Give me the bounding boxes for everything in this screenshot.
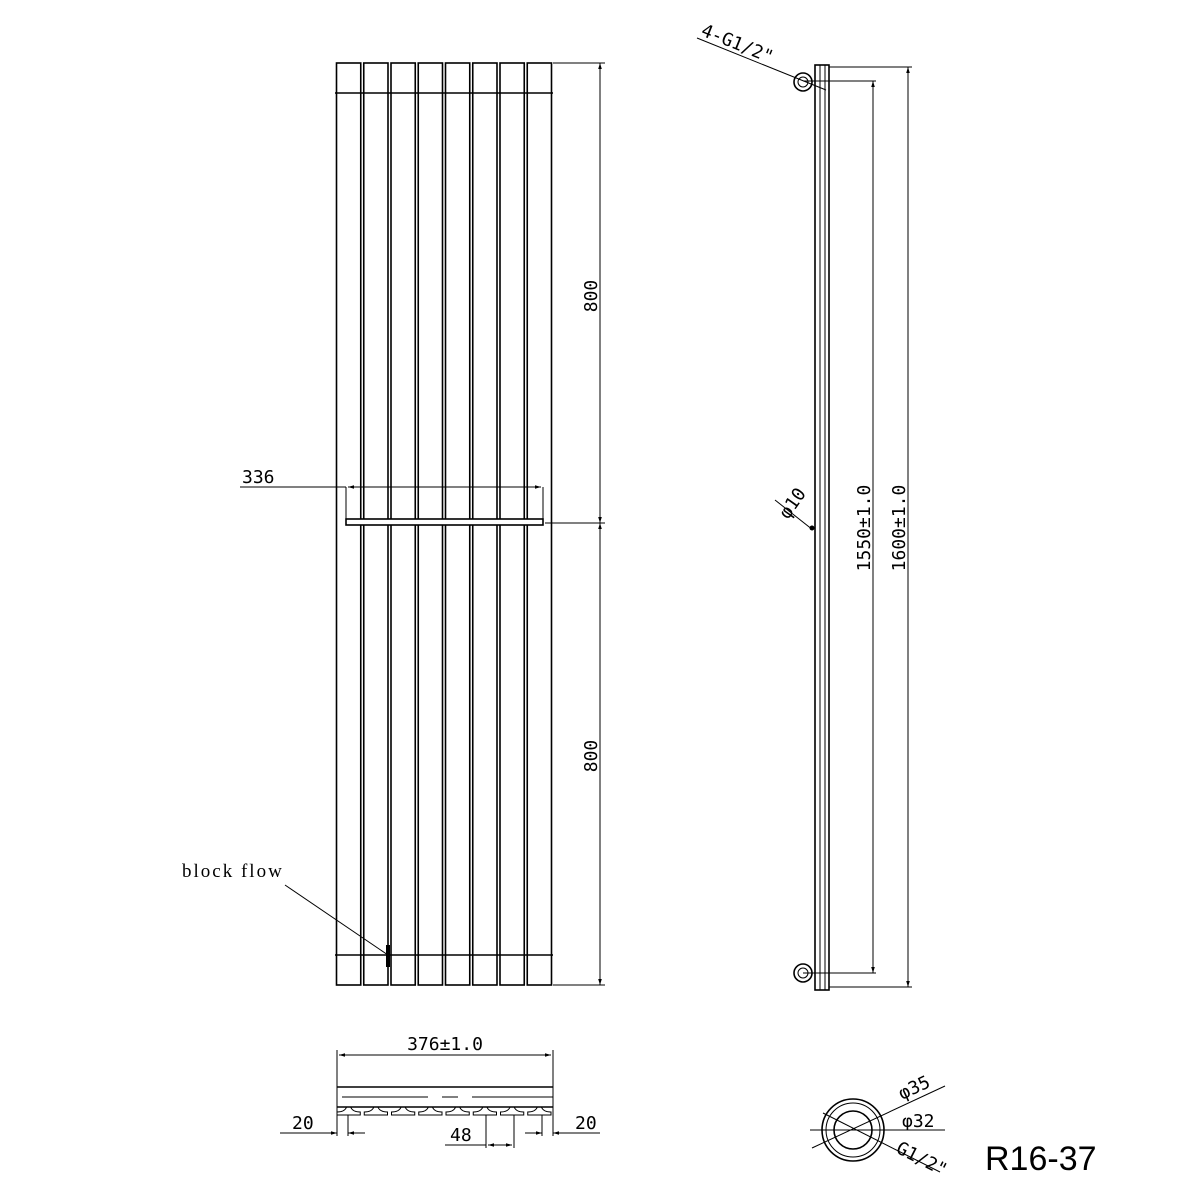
connection-leader (696, 37, 827, 91)
lower-height-label: 800 (581, 740, 602, 773)
total-height-label: 1600±1.0 (889, 485, 910, 572)
tube-profile (500, 1106, 525, 1116)
front-view: 800 800 336 block flow (182, 62, 605, 986)
bracket-hole-label: φ10 (775, 484, 811, 523)
side-view: 4-G1/2" 1550±1.0 1600±1.0 φ10 (696, 20, 912, 991)
towel-bar-width-label: 336 (242, 467, 275, 488)
tube-profile (336, 1106, 361, 1116)
tube-profile (445, 1106, 470, 1116)
block-flow-leader (284, 884, 389, 956)
pipe-section: φ35 φ32 G1/2" (810, 1072, 951, 1181)
thread-label: G1/2" (893, 1138, 951, 1181)
left-edge-label: 20 (292, 1113, 314, 1134)
bottom-connection-port (793, 963, 813, 983)
center-distance-label: 1550±1.0 (854, 485, 875, 572)
tube-profile (363, 1106, 388, 1116)
model-code: R16-37 (985, 1140, 1097, 1178)
connection-label: 4-G1/2" (698, 20, 776, 68)
towel-bar (345, 487, 544, 526)
tube-profile (391, 1106, 416, 1116)
total-width-label: 376±1.0 (407, 1034, 483, 1055)
tube-profile (418, 1106, 443, 1116)
bracket-hole (809, 525, 815, 531)
outer-diameter-label: φ35 (895, 1072, 933, 1105)
tube-profiles (336, 1106, 552, 1116)
block-flow-plug (386, 945, 390, 967)
right-edge-label: 20 (575, 1113, 597, 1134)
upper-height-label: 800 (581, 280, 602, 313)
tube-profile (472, 1106, 497, 1116)
bottom-view: 376±1.0 20 48 20 (280, 1034, 600, 1148)
tube-pitch-label: 48 (450, 1125, 472, 1146)
inner-diameter-label: φ32 (902, 1111, 935, 1132)
tube-profile (527, 1106, 552, 1116)
top-connection-port (793, 72, 813, 92)
block-flow-label: block flow (182, 861, 284, 882)
